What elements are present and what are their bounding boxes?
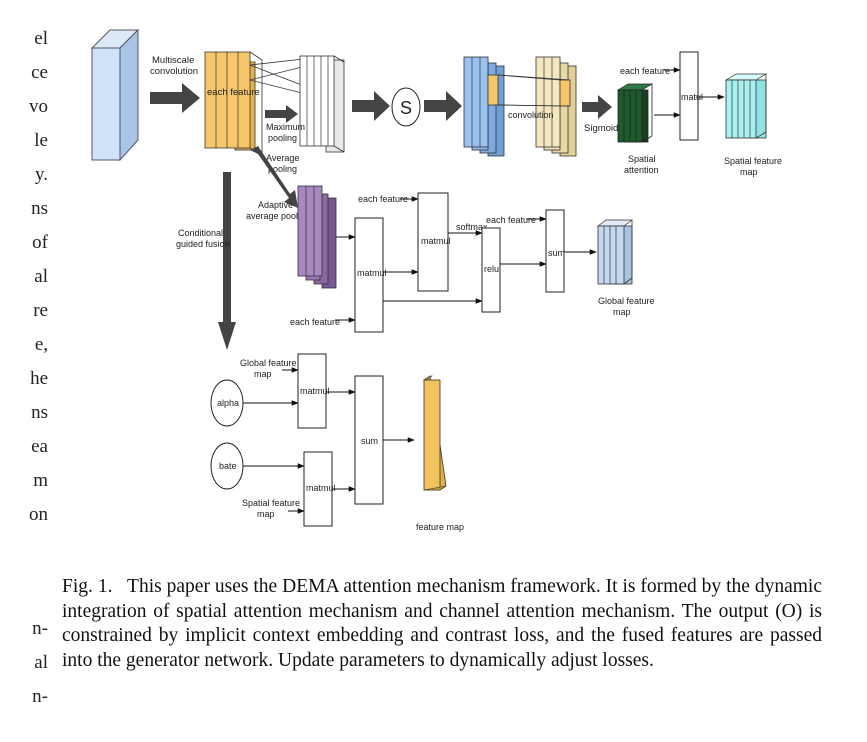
to-s-arrow — [352, 91, 390, 121]
convolution-lines — [497, 74, 571, 107]
each-feature-label-mid1: each feature — [358, 194, 408, 204]
sum-label-mid: sum — [548, 248, 565, 258]
spatial-feature-map-block — [724, 73, 768, 139]
s-symbol-label: S — [400, 98, 412, 118]
matmul-box-mid2 — [417, 192, 449, 292]
left-fragment: el — [34, 28, 48, 49]
matmul-label-bot2: matmul — [306, 483, 336, 493]
matmul-box-bot2 — [303, 451, 333, 527]
left-fragment: m — [33, 470, 48, 491]
figure-label: Fig. 1. — [62, 576, 113, 597]
sum-box-mid — [545, 209, 565, 293]
left-fragment: vo — [29, 96, 48, 117]
left-fragment: ce — [31, 62, 48, 83]
figure-caption: Fig. 1. This paper uses the DEMA attenti… — [62, 575, 822, 673]
spatial-attention-block — [616, 83, 654, 143]
left-fragment: ns — [31, 198, 48, 219]
input-feature-block — [90, 28, 140, 162]
relu-box — [481, 227, 501, 313]
each-feature-label-top: each feature — [207, 87, 260, 98]
left-fragment: re — [33, 300, 48, 321]
left-fragment: le — [34, 130, 48, 151]
final-feature-map-block — [423, 375, 447, 491]
conditional-fusion-arrow — [218, 172, 236, 350]
left-fragment: ea — [31, 436, 48, 457]
pooling-arrow — [265, 105, 298, 123]
each-feature-block — [204, 51, 263, 157]
matmul-label-bot1: matmul — [300, 386, 330, 396]
sum-label-bot: sum — [361, 436, 378, 446]
matul-label: matul — [681, 92, 703, 102]
left-fragment: al — [34, 652, 48, 673]
pooled-feature-block — [299, 55, 345, 153]
left-fragment: y. — [34, 164, 48, 185]
adaptive-pool-arrow — [250, 146, 298, 208]
matmul-label-mid1: matmul — [357, 268, 387, 278]
global-feature-map-block — [596, 219, 634, 285]
left-fragment: al — [34, 266, 48, 287]
convolution-label: convolution — [508, 110, 554, 120]
blue-feature-block — [463, 56, 505, 157]
relu-label: relu — [484, 264, 499, 274]
sigmoid-arrow — [582, 95, 612, 119]
left-fragment: on — [29, 504, 48, 525]
s-symbol-circle — [391, 87, 421, 127]
matmul-box-bot1 — [297, 353, 327, 429]
matmul-box-mid1 — [354, 217, 384, 333]
alpha-label: alpha — [217, 398, 239, 408]
left-fragment: ns — [31, 402, 48, 423]
each-feature-label-mid2: each feature — [486, 215, 536, 225]
left-fragment: e, — [34, 334, 48, 355]
sigmoid-label: Sigmoid — [584, 123, 618, 134]
feature-map-label: feature map — [416, 522, 464, 532]
tan-feature-block — [535, 56, 577, 157]
caption-text: This paper uses the DEMA attention mecha… — [62, 576, 822, 671]
softmax-label: softmax — [456, 222, 488, 232]
matmul-label-mid2: matmul — [421, 236, 451, 246]
left-fragment: n- — [32, 618, 48, 639]
from-s-arrow — [424, 91, 462, 121]
matul-box — [679, 51, 699, 141]
left-fragment: he — [30, 368, 48, 389]
bate-label: bate — [219, 461, 237, 471]
each-feature-label-spatial: each feature — [620, 66, 670, 76]
multiscale-conv-arrow — [150, 83, 200, 113]
left-fragment: n- — [32, 686, 48, 707]
each-feature-label-mid3: each feature — [290, 317, 340, 327]
left-fragment: of — [32, 232, 48, 253]
purple-feature-block — [297, 185, 337, 289]
sum-box-bot — [354, 375, 384, 505]
